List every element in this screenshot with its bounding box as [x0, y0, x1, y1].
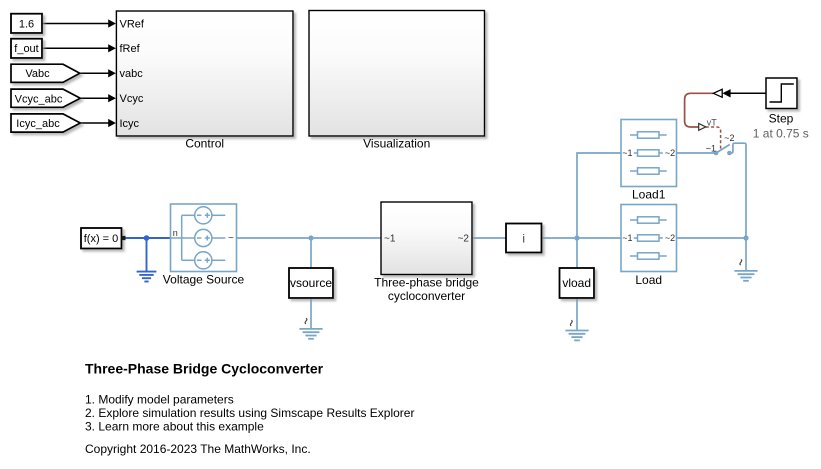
svg-text:VRef: VRef — [120, 18, 145, 30]
svg-text:Step: Step — [769, 111, 794, 125]
svg-text:Icyc: Icyc — [120, 118, 140, 130]
svg-text:f(x) = 0: f(x) = 0 — [84, 233, 119, 245]
svg-text:vload: vload — [562, 276, 591, 290]
svg-text:Three-phase bridge: Three-phase bridge — [374, 275, 479, 289]
svg-text:~1: ~1 — [622, 233, 632, 243]
svg-text:2. Explore simulation results: 2. Explore simulation results using Sims… — [85, 406, 414, 420]
svg-text:n: n — [173, 228, 178, 238]
svg-text:Copyright 2016-2023 The MathWo: Copyright 2016-2023 The MathWorks, Inc. — [85, 442, 311, 456]
svg-text:Icyc_abc: Icyc_abc — [16, 118, 60, 130]
svg-text:~2: ~2 — [458, 234, 470, 245]
svg-text:Visualization: Visualization — [363, 137, 430, 151]
svg-text:~1: ~1 — [706, 144, 716, 154]
svg-text:Control: Control — [185, 137, 224, 151]
svg-text:~1: ~1 — [384, 234, 396, 245]
svg-text:Three-Phase Bridge Cycloconver: Three-Phase Bridge Cycloconverter — [85, 361, 324, 377]
svg-text:~2: ~2 — [665, 233, 675, 243]
svg-text:f_out: f_out — [14, 43, 38, 55]
svg-text:Vcyc: Vcyc — [120, 93, 144, 105]
svg-text:1 at 0.75 s: 1 at 0.75 s — [753, 126, 809, 140]
svg-text:Vabc: Vabc — [25, 68, 50, 80]
svg-text:Load: Load — [635, 273, 662, 287]
svg-text:Voltage Source: Voltage Source — [163, 272, 245, 286]
svg-text:vT: vT — [707, 117, 718, 127]
svg-text:1.6: 1.6 — [19, 18, 34, 30]
svg-text:1. Modify model parameters: 1. Modify model parameters — [85, 392, 234, 406]
svg-text:~: ~ — [228, 233, 234, 244]
svg-text:~2: ~2 — [665, 148, 675, 158]
svg-text:Vcyc_abc: Vcyc_abc — [15, 93, 63, 105]
svg-text:3. Learn more about this examp: 3. Learn more about this example — [85, 419, 264, 433]
svg-text:i: i — [522, 231, 525, 245]
svg-text:cycloconverter: cycloconverter — [388, 289, 465, 303]
svg-text:fRef: fRef — [120, 43, 141, 55]
svg-text:Load1: Load1 — [632, 187, 666, 201]
svg-text:vabc: vabc — [120, 68, 144, 80]
svg-text:vsource: vsource — [290, 276, 332, 290]
svg-text:~1: ~1 — [622, 148, 632, 158]
svg-text:~2: ~2 — [724, 133, 734, 143]
